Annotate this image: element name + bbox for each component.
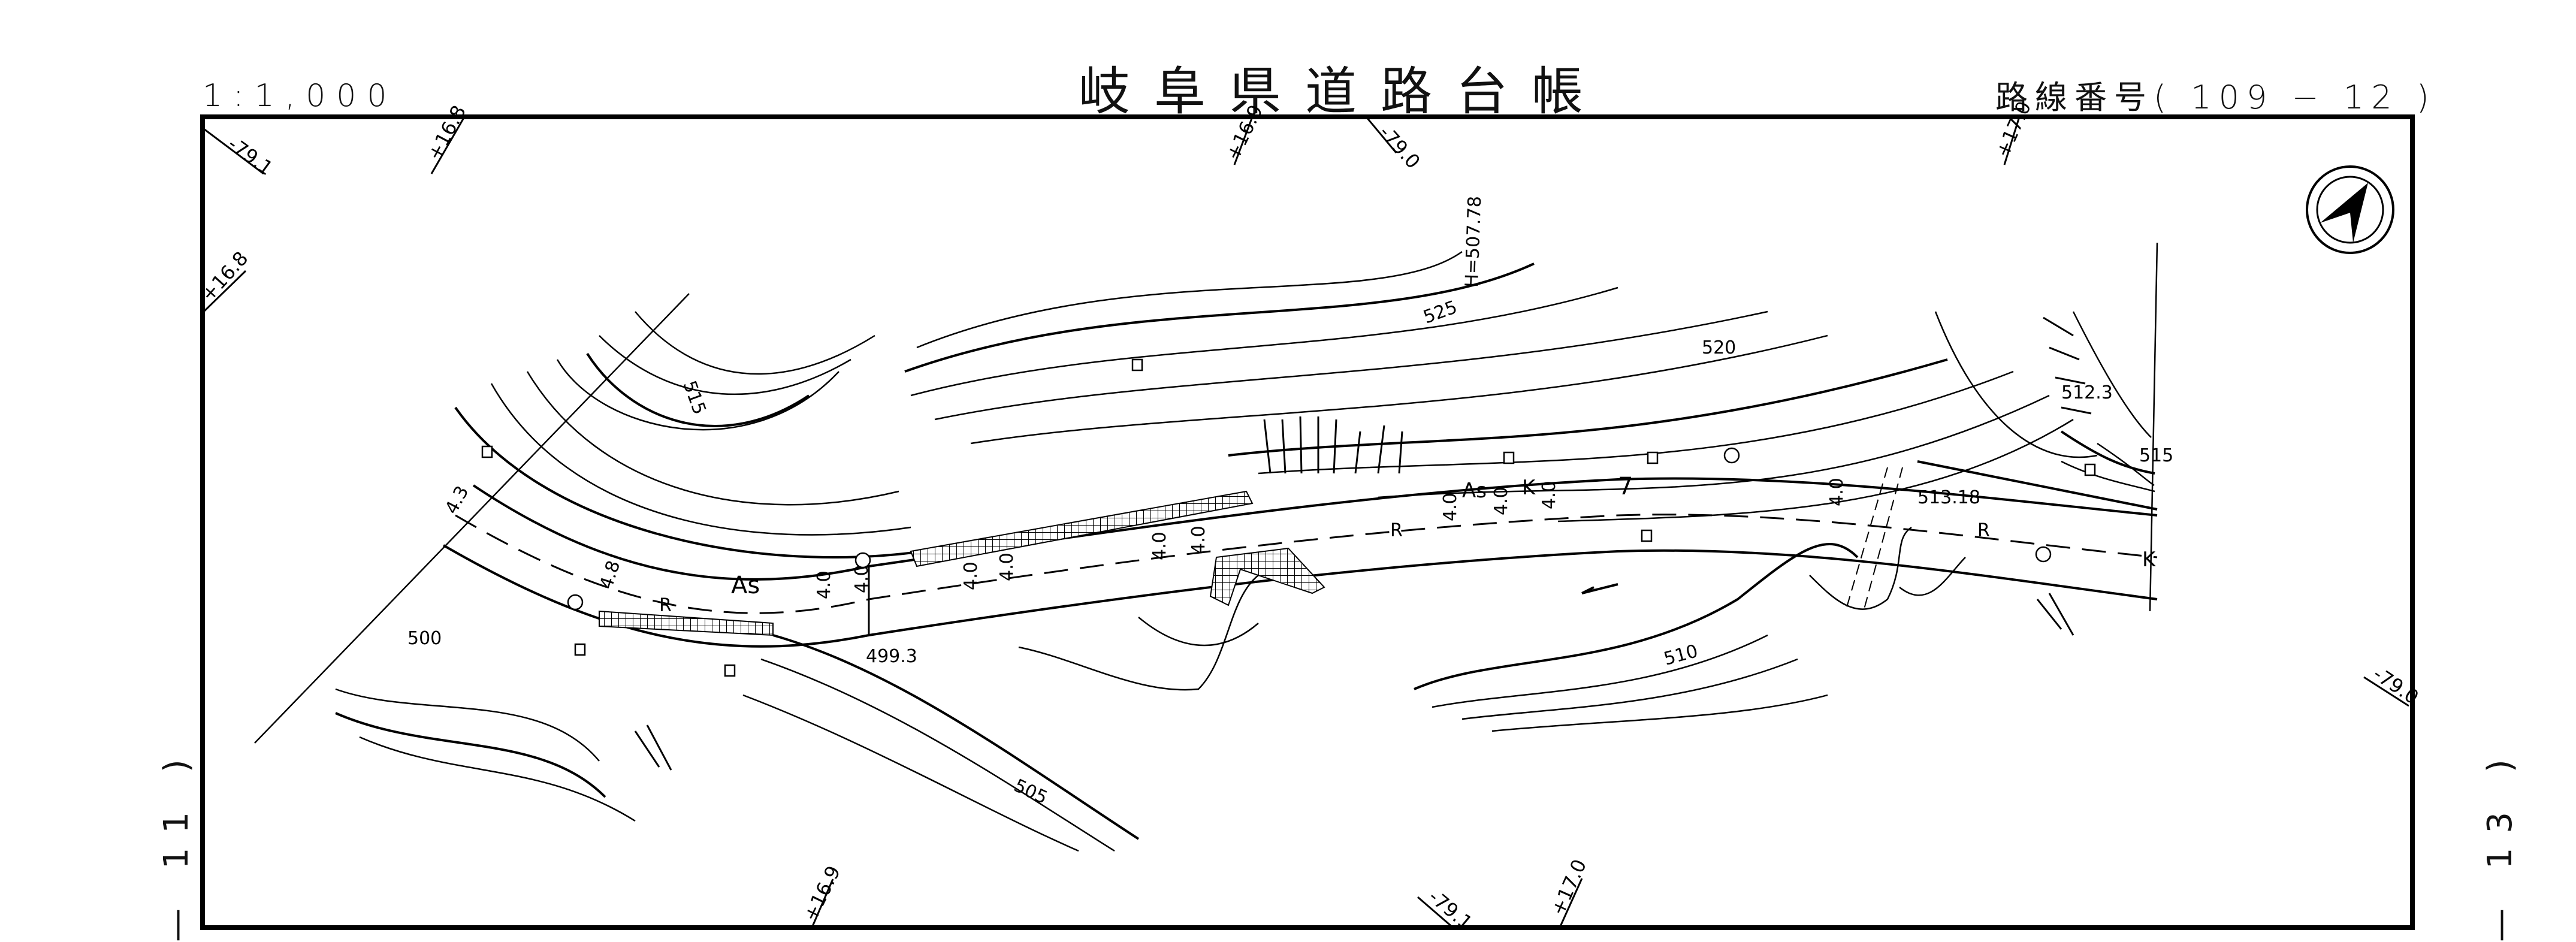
- contour-lines: [335, 250, 2155, 852]
- north-arrow-icon: [2306, 165, 2394, 254]
- contour-label: 515: [678, 378, 709, 418]
- boundary-marker-icon: [1641, 529, 1653, 542]
- road-width: 4.0: [1149, 532, 1170, 560]
- map-symbols: [481, 358, 2096, 677]
- contour-label: 505: [1011, 775, 1051, 809]
- boundary-marker-icon: [574, 643, 586, 656]
- manhole-icon: [1723, 447, 1740, 464]
- retaining-walls: [599, 490, 1325, 636]
- map-scale: 1:1,000: [203, 78, 398, 114]
- spot-height: 513.18: [1917, 487, 1980, 508]
- tick-label: -79.1: [224, 132, 277, 180]
- contour-label: 520: [1702, 337, 1736, 358]
- map-boundary: [254, 242, 2158, 744]
- slope-hachures: [634, 316, 2092, 771]
- page-title: 岐阜県道路台帳: [1079, 62, 1607, 122]
- tick-label: +16.8: [423, 101, 471, 164]
- pavement-label: K: [2142, 548, 2157, 572]
- road-width: 4.0: [996, 552, 1017, 581]
- route-label: 路線番号: [1995, 78, 2154, 116]
- contour-label: 510: [1662, 641, 1700, 670]
- pavement-label: K: [1522, 476, 1536, 500]
- boundary-marker-icon: [481, 445, 493, 458]
- road-mark: R: [1390, 520, 1403, 541]
- tick-label: +17.0: [1991, 98, 2036, 161]
- boundary-marker-icon: [1503, 451, 1515, 464]
- contour-label: 500: [407, 628, 442, 649]
- road-width: 4.0: [1188, 526, 1209, 554]
- manhole-icon: [567, 594, 584, 611]
- boundary-marker-icon: [1131, 358, 1143, 372]
- road-width: 4.0: [961, 561, 982, 590]
- road-width: 4.0: [814, 570, 835, 599]
- frame-tick-labels: -79.1 +16.8 +16.9 -79.0 +17.0 +16.8 -79.…: [197, 98, 2423, 934]
- route-value: ( 109 − 12 ): [2154, 78, 2436, 116]
- road-width: 4.0: [1539, 481, 1560, 509]
- boundary-marker-icon: [724, 664, 736, 677]
- manhole-icon: [2035, 546, 2052, 563]
- tick-label: +16.9: [799, 862, 845, 925]
- route-number: 路線番号( 109 − 12 ): [1995, 71, 2436, 118]
- boundary-marker-icon: [2084, 463, 2096, 476]
- manhole-icon: [854, 552, 871, 569]
- road-mark: R: [1977, 520, 1990, 541]
- tick-label: -79.0: [1375, 121, 1425, 173]
- tick-label: +16.9: [1221, 101, 1267, 164]
- boundary-marker-icon: [1647, 451, 1659, 464]
- road-mark: R: [659, 595, 672, 616]
- map-labels: H=507.78 525 520 515 510 505 500 515 512…: [407, 195, 2173, 808]
- pavement-label: As: [1462, 479, 1487, 503]
- road-width: 4.0: [1440, 493, 1461, 521]
- spot-height: 499.3: [866, 646, 917, 667]
- spot-height: 512.3: [2061, 382, 2113, 403]
- road-width: 4.3: [441, 482, 473, 518]
- road-width: 4.8: [596, 558, 624, 591]
- road-width: 7: [1618, 473, 1633, 500]
- tick-label: +17.0: [1547, 856, 1591, 919]
- arrow-icon: [1581, 583, 1618, 594]
- contour-label: 515: [2139, 445, 2173, 466]
- road-width: 4.0: [1491, 487, 1512, 515]
- road-width: 4.0: [1826, 478, 1847, 506]
- road-width: 4.0: [851, 564, 872, 593]
- benchmark-label: H=507.78: [1461, 195, 1485, 288]
- frame-ticks: [203, 116, 2409, 929]
- map-frame: [200, 114, 2415, 930]
- pavement-label: As: [731, 572, 760, 599]
